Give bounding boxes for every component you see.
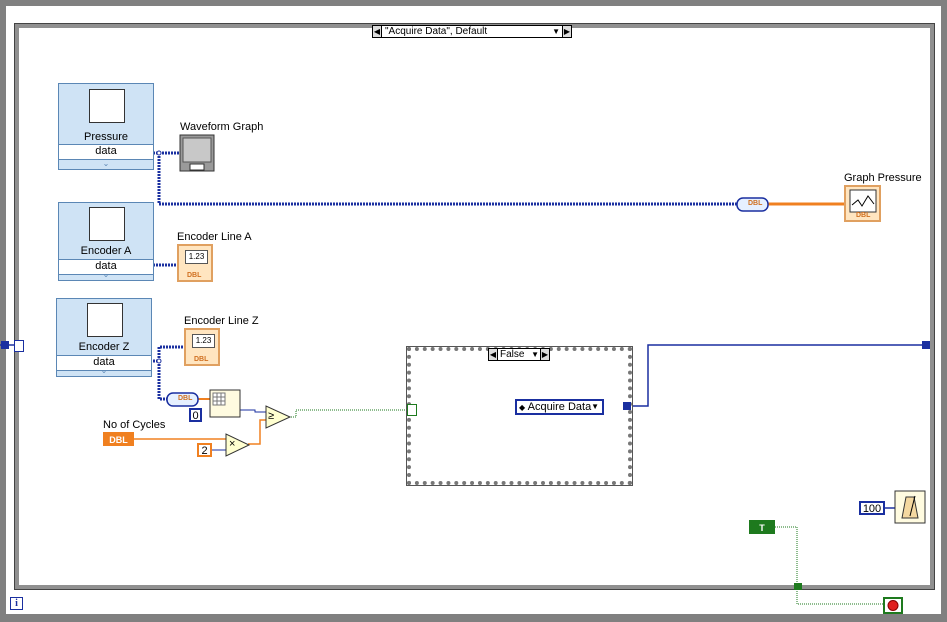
outer-case-selector-label: "Acquire Data", Default [385,26,488,37]
true-constant[interactable]: T [749,520,775,534]
right-shift-register [922,341,930,349]
stop-terminal[interactable] [883,597,903,614]
convert-node-z [166,392,199,407]
daq-node-title: Encoder A [80,245,132,257]
daq-assistant-icon [87,303,123,337]
daq-node-pressure[interactable]: Pressure data ⌄ [58,83,154,170]
waveform-graph-icon [179,134,215,172]
iteration-terminal-icon: i [10,597,23,610]
enum-value: Acquire Data [527,401,592,413]
daq-node-encoder-a[interactable]: Encoder A data ⌄ [58,202,154,281]
daq-node-encoder-z[interactable]: Encoder Z data ⌄ [56,298,152,377]
multiply-symbol: × [229,438,236,450]
daq-assistant-icon [89,207,125,241]
daq-node-title: Pressure [83,131,129,143]
enum-constant[interactable]: ◆ Acquire Data ▼ [515,399,604,415]
encoder-line-z-indicator[interactable]: 1.23 DBL [184,328,220,366]
case-selector-terminal [407,404,417,416]
encoder-line-z-label: Encoder Line Z [184,315,259,327]
selector-right-arrow-icon[interactable]: ▶ [540,349,549,360]
wire-stop [775,526,886,605]
graph-pressure-icon [844,185,881,222]
left-shift-register [1,341,9,349]
no-of-cycles-label: No of Cycles [103,419,166,431]
graph-pressure-label: Graph Pressure [844,172,922,184]
outer-case-selector[interactable]: ◀ "Acquire Data", Default ▼ ▶ [372,25,572,38]
inner-case-structure [406,346,633,486]
daq-node-property[interactable]: data [59,259,153,275]
expand-chevron-icon[interactable]: ⌄ [102,159,110,168]
wait-ms-node [894,490,926,524]
expand-chevron-icon[interactable]: ⌄ [102,270,110,279]
wire-encoder-z [153,345,186,401]
shift-tunnel [794,583,802,590]
selector-right-arrow-icon[interactable]: ▶ [562,26,571,37]
two-constant[interactable]: 2 [197,443,212,457]
daq-node-property[interactable]: data [59,144,153,160]
convert-node-label: DBL [748,200,763,207]
selector-dropdown-icon[interactable]: ▼ [531,350,539,359]
array-size-node [209,389,241,418]
outer-case-selector-terminal [14,340,24,352]
greater-equal-node [265,405,292,429]
convert-node [736,197,769,212]
enum-prefix-icon: ◆ [519,403,526,412]
indicator-value: 1.23 [185,250,208,264]
encoder-line-a-label: Encoder Line A [177,231,252,243]
daq-assistant-icon [89,89,125,123]
wait-ms-constant[interactable]: 100 [859,501,885,515]
enum-output-tunnel [623,402,631,410]
selector-left-arrow-icon[interactable]: ◀ [489,349,498,360]
selector-left-arrow-icon[interactable]: ◀ [373,26,382,37]
expand-chevron-icon[interactable]: ⌄ [100,366,108,375]
wire-enum-out [603,344,926,407]
no-of-cycles-control[interactable]: DBL [103,432,134,446]
convert-node-z-label: DBL [178,395,193,402]
inner-case-selector-label: False [500,349,525,360]
wire-boolean [289,409,412,418]
greater-equal-symbol: ≥ [268,410,275,422]
wire-pressure-data [153,150,846,206]
daq-node-property[interactable]: data [57,355,151,371]
waveform-graph-label: Waveform Graph [180,121,264,133]
wire-product [248,419,268,445]
daq-node-title: Encoder Z [78,341,130,353]
indicator-type: DBL [194,356,209,363]
encoder-line-a-indicator[interactable]: 1.23 DBL [177,244,213,282]
indicator-value: 1.23 [192,334,215,348]
wire-size [240,409,268,413]
enum-dropdown-icon[interactable]: ▼ [591,402,599,411]
indicator-type: DBL [187,272,202,279]
inner-case-selector[interactable]: ◀ False ▼ ▶ [488,348,550,361]
graph-pressure-type: DBL [856,212,871,219]
zero-constant[interactable]: 0 [189,408,202,422]
selector-dropdown-icon[interactable]: ▼ [552,27,560,36]
multiply-node [225,433,251,457]
